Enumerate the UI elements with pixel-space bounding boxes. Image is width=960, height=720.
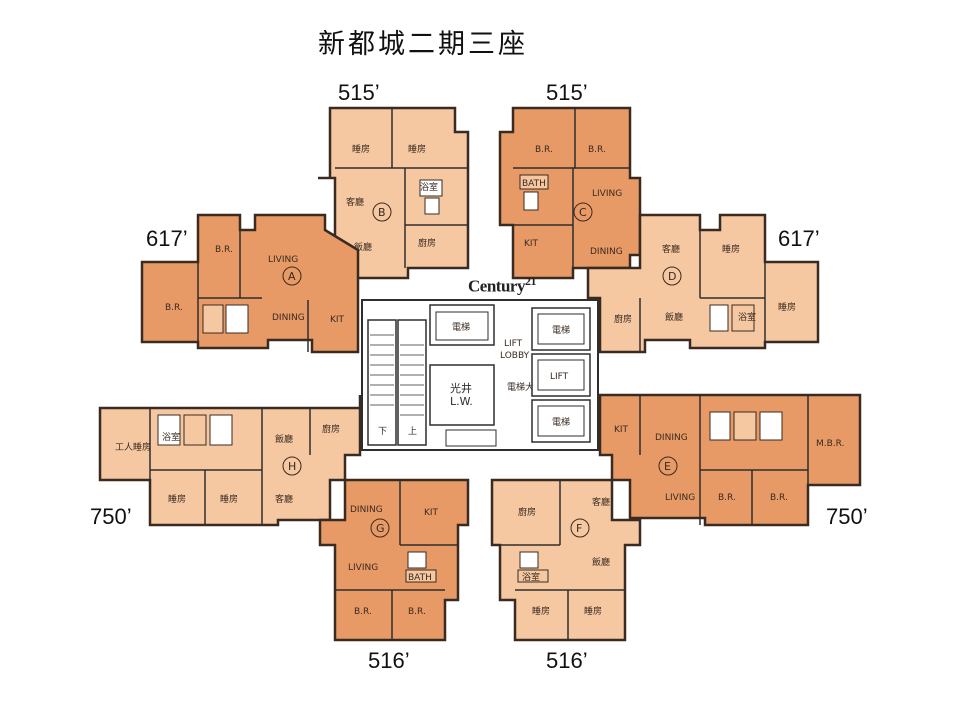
unit-marker — [662, 266, 682, 286]
room-label: B.R. — [718, 493, 736, 503]
unit-f-area: 516’ — [546, 648, 588, 673]
room-label: KIT — [614, 425, 629, 435]
lift-lobby-label: LIFT — [504, 339, 523, 349]
room-label: 睡房 — [722, 243, 740, 255]
lift-label: 電梯 — [552, 324, 570, 336]
room-label: 工人睡房 — [115, 441, 151, 453]
room-label: 浴室 — [420, 181, 438, 193]
unit-g-area: 516’ — [368, 648, 410, 673]
unit-marker — [372, 202, 392, 222]
unit-id: B — [378, 206, 386, 219]
unit-b: 睡房 睡房 客廳 飯廳 廚房 浴室 B — [318, 106, 470, 280]
light-well-label: L.W. — [450, 395, 473, 408]
room-label: DINING — [655, 433, 688, 443]
unit-marker — [573, 202, 593, 222]
room-label: 電梯 — [452, 321, 470, 333]
unit-e-area: 750’ — [826, 504, 868, 529]
room-label: B.R. — [408, 607, 426, 617]
page-title: 新都城二期三座 — [318, 29, 528, 60]
unit-h: 工人睡房 飯廳 客廳 廚房 睡房 睡房 浴室 H — [98, 395, 362, 527]
room-label: LIVING — [268, 255, 298, 265]
room-label: 廚房 — [614, 313, 632, 325]
room-label: BATH — [522, 179, 546, 189]
unit-b-area: 515’ — [338, 80, 380, 105]
room-label: 睡房 — [408, 143, 426, 155]
unit-a: LIVING DINING KIT B.R. B.R. A — [140, 213, 360, 354]
room-label: LIVING — [665, 493, 695, 503]
room-label: 睡房 — [352, 143, 370, 155]
light-well-label-cn: 光井 — [450, 381, 472, 395]
unit-id: F — [576, 522, 582, 535]
room-label: 飯廳 — [665, 311, 683, 323]
room-label: 睡房 — [584, 605, 602, 617]
room-label: 浴室 — [162, 431, 180, 443]
building-core: 下 上 電梯 光井 L.W. LIFT LOBBY 電梯大堂 電梯 LIFT 電… — [361, 299, 599, 451]
room-label: KIT — [524, 239, 539, 249]
room-label: 客廳 — [592, 496, 610, 508]
room-label: BATH — [408, 573, 432, 583]
room-label: 飯廳 — [592, 556, 610, 568]
brand-name: Century — [468, 276, 525, 296]
unit-c-area: 515’ — [546, 80, 588, 105]
stair-label: 上 — [408, 426, 417, 437]
unit-e: DINING LIVING KIT B.R. B.R. M.B.R. E — [598, 393, 862, 527]
room-label: 飯廳 — [275, 433, 293, 445]
unit-id: G — [376, 522, 385, 535]
room-label: M.B.R. — [816, 439, 844, 449]
unit-d: 客廳 飯廳 睡房 睡房 廚房 浴室 D — [586, 213, 820, 354]
room-label: B.R. — [770, 493, 788, 503]
unit-id: C — [579, 206, 587, 219]
room-label: 客廳 — [346, 196, 364, 208]
unit-c: B.R. B.R. LIVING DINING KIT BATH C — [498, 106, 642, 280]
brand-number: 21 — [524, 274, 537, 288]
staircase — [367, 319, 397, 446]
room-label: KIT — [330, 315, 345, 325]
unit-h-area: 750’ — [90, 504, 132, 529]
room-label: B.R. — [354, 607, 372, 617]
room-label: B.R. — [215, 245, 233, 255]
room-label: LIVING — [348, 563, 378, 573]
unit-id: A — [288, 270, 296, 283]
unit-id: H — [288, 460, 296, 473]
light-well — [429, 364, 495, 426]
room-label: 廚房 — [322, 423, 340, 435]
room-label: B.R. — [588, 145, 606, 155]
room-label: DINING — [590, 247, 623, 257]
staircase — [397, 319, 427, 446]
room-label: 浴室 — [738, 311, 756, 323]
unit-marker — [370, 518, 390, 538]
brand-logo: Century21 — [468, 274, 536, 297]
unit-marker — [658, 456, 678, 476]
unit-d-area: 617’ — [778, 226, 820, 251]
unit-id: E — [664, 460, 671, 473]
stair-label: 下 — [378, 427, 387, 437]
room-label: KIT — [424, 508, 439, 518]
lift-label: 電梯 — [552, 416, 570, 428]
unit-marker — [282, 456, 302, 476]
room-label: 浴室 — [522, 571, 540, 583]
unit-a-area: 617’ — [146, 226, 188, 251]
unit-id: D — [668, 270, 676, 283]
room-label: 睡房 — [168, 493, 186, 505]
unit-g: DINING LIVING KIT B.R. B.R. BATH G — [318, 478, 470, 642]
unit-marker — [282, 266, 302, 286]
unit-marker — [570, 518, 590, 538]
room-label: DINING — [350, 505, 383, 515]
room-label: B.R. — [165, 303, 183, 313]
room-label: DINING — [272, 313, 305, 323]
room-label: 廚房 — [518, 506, 536, 518]
room-label: 睡房 — [778, 301, 796, 313]
lift-label: LIFT — [550, 372, 569, 382]
room-label: LIVING — [592, 189, 622, 199]
room-label: 睡房 — [220, 493, 238, 505]
unit-f: 客廳 飯廳 廚房 睡房 睡房 浴室 F — [490, 478, 642, 642]
room-label: 睡房 — [532, 605, 550, 617]
room-label: 客廳 — [275, 493, 293, 505]
room-label: B.R. — [535, 145, 553, 155]
room-label: 客廳 — [662, 243, 680, 255]
room-label: 廚房 — [418, 237, 436, 249]
lift-lobby-label: LOBBY — [500, 351, 530, 361]
